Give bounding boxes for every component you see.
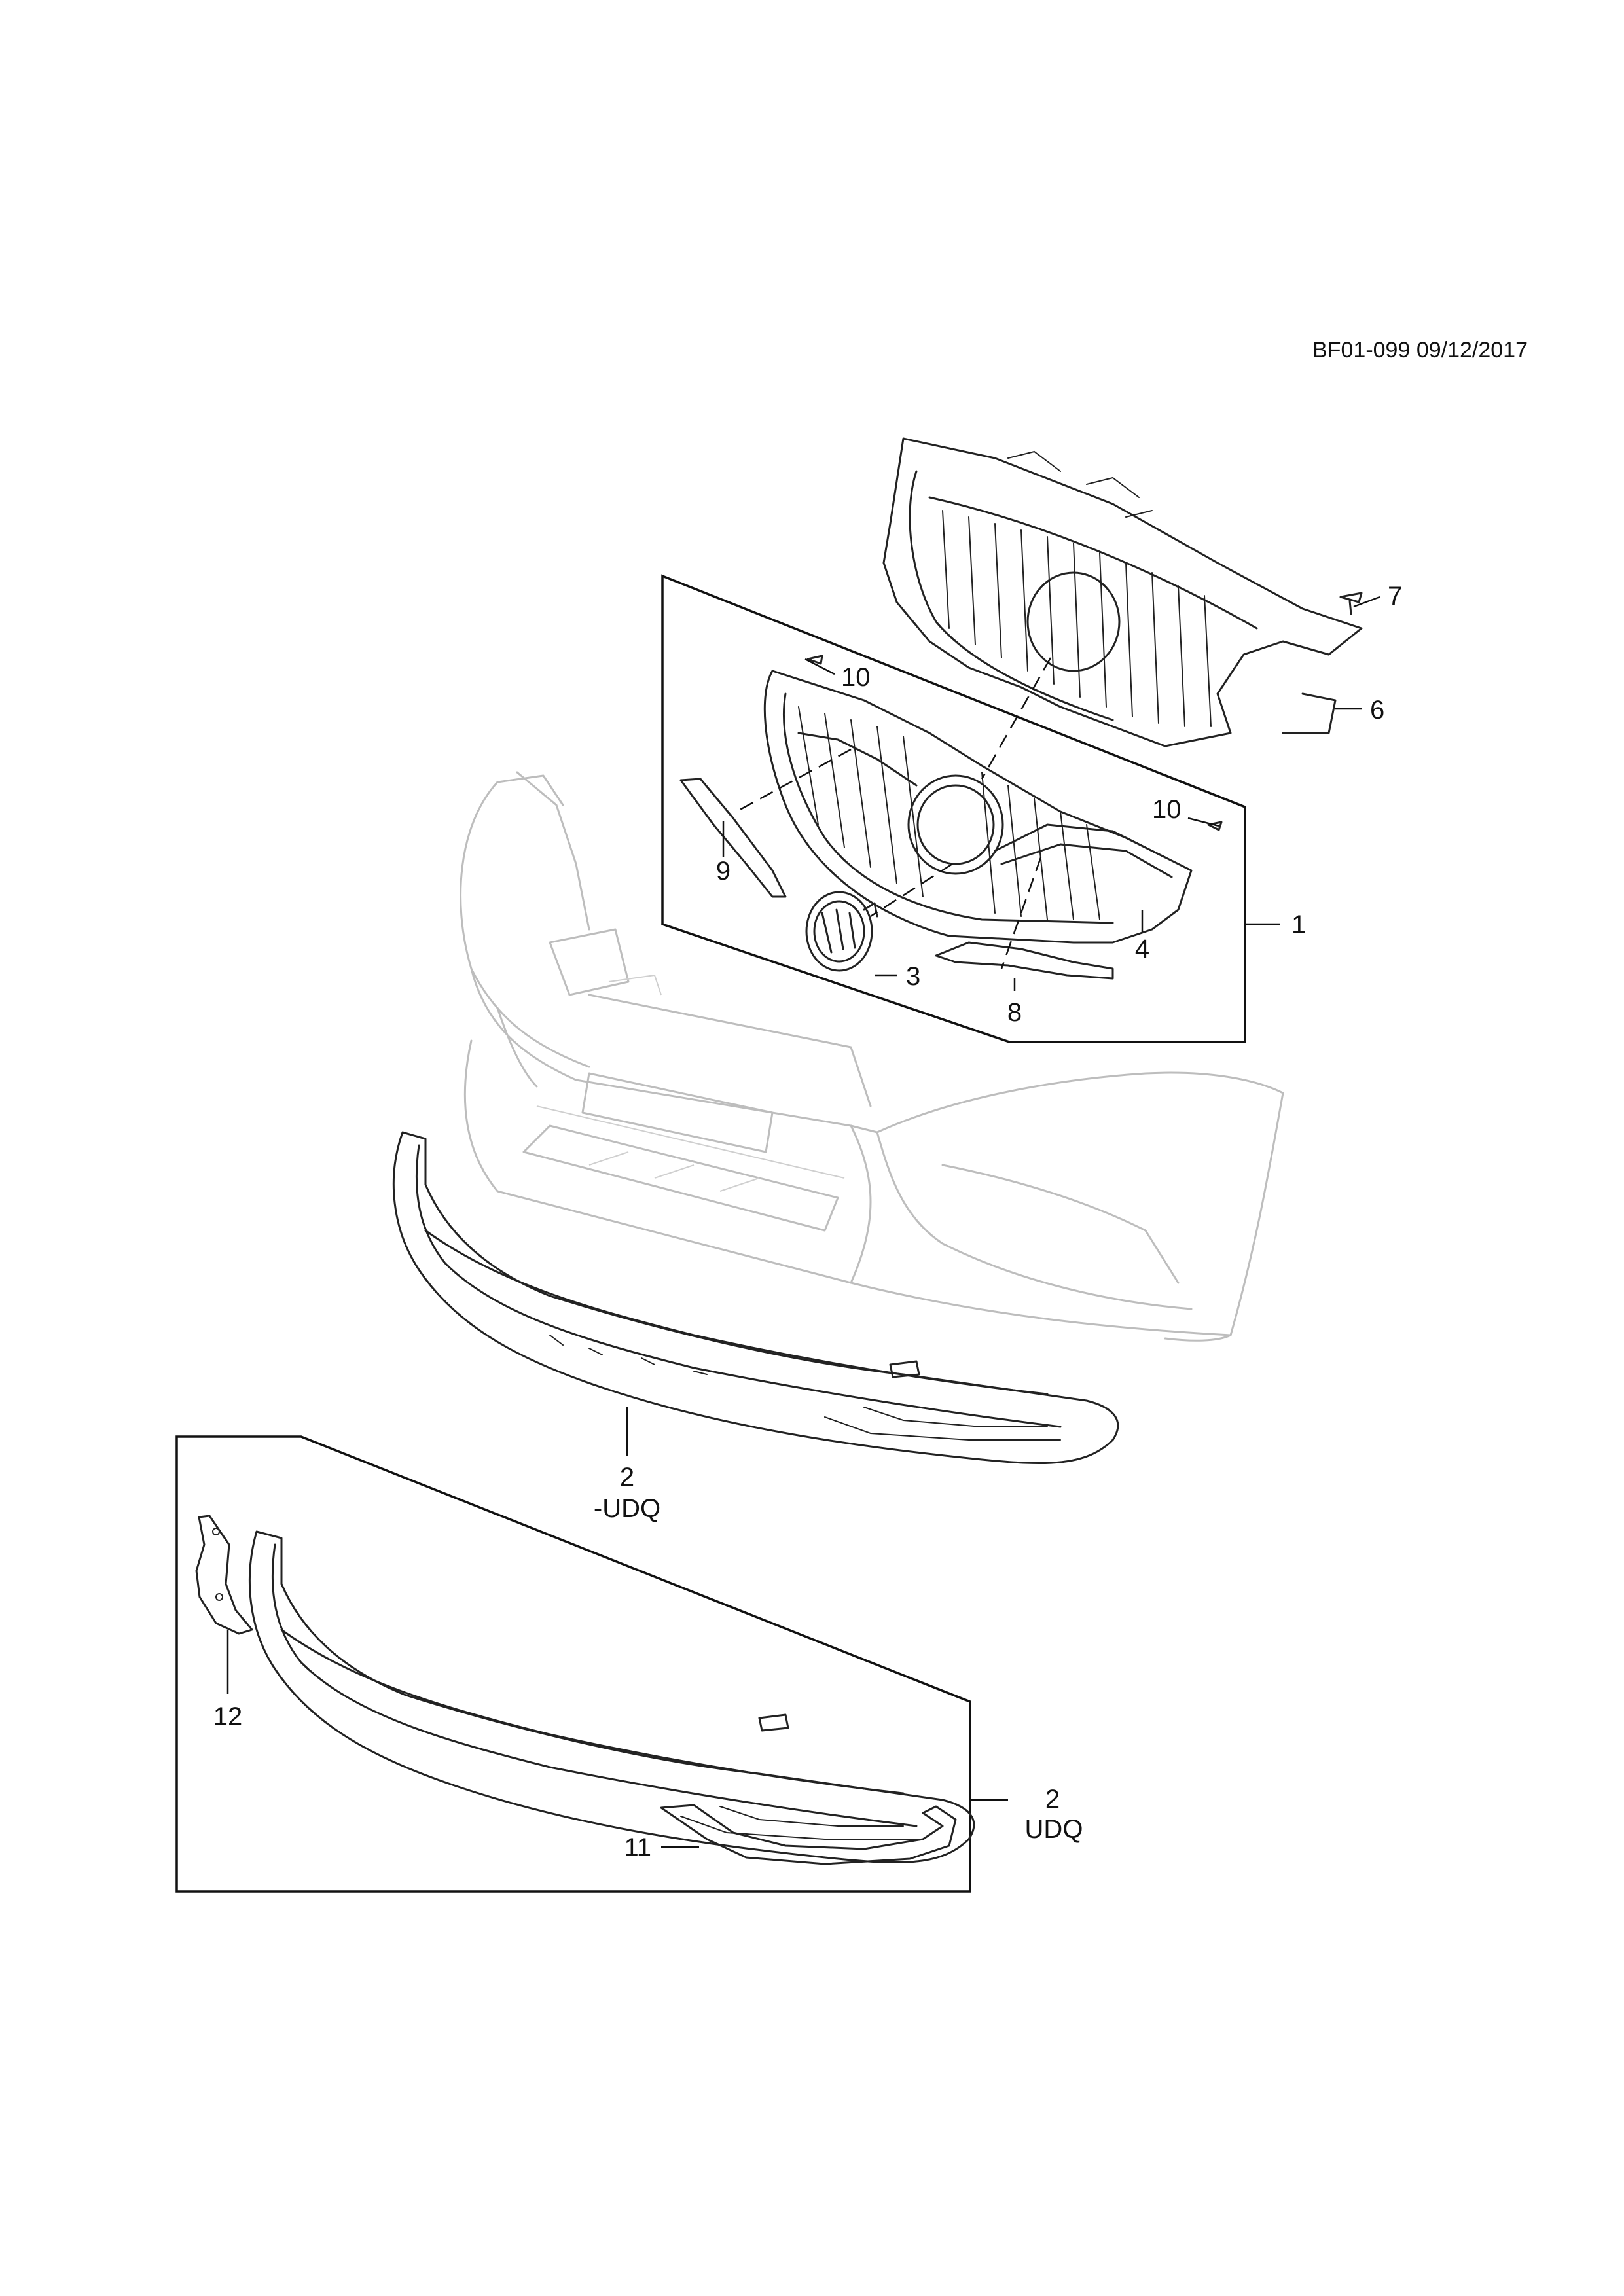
trim-strip-part-11 bbox=[660, 1804, 957, 1865]
callout-10-lower: 10 bbox=[1152, 795, 1182, 824]
assembly-box-1 bbox=[661, 574, 1246, 1043]
front-grille-part-4 bbox=[763, 670, 1193, 944]
callout-12: 12 bbox=[213, 1702, 243, 1731]
callout-3: 3 bbox=[906, 962, 920, 991]
callout-8: 8 bbox=[1007, 998, 1022, 1027]
callout-2-udq: 2 bbox=[1045, 1785, 1060, 1814]
callout-2-minus-udq: 2 bbox=[620, 1463, 634, 1492]
reference-code: BF01-099 09/12/2017 bbox=[1312, 338, 1528, 363]
clip-part-10-left bbox=[806, 655, 823, 665]
callout-1: 1 bbox=[1291, 910, 1306, 939]
callout-6: 6 bbox=[1370, 696, 1384, 725]
bumper-fascia-outline bbox=[460, 771, 1284, 1342]
emblem-part-3 bbox=[805, 891, 878, 972]
bumper-lower-part-2-udq bbox=[249, 1530, 975, 1864]
callout-11: 11 bbox=[624, 1833, 651, 1862]
grille-support-part-6 bbox=[882, 437, 1363, 747]
callout-10-upper: 10 bbox=[841, 663, 871, 692]
callout-9: 9 bbox=[716, 857, 731, 886]
callout-7: 7 bbox=[1388, 582, 1402, 611]
callout-4: 4 bbox=[1135, 935, 1149, 963]
bracket-part-12 bbox=[195, 1515, 253, 1635]
trim-strip-part-9 bbox=[679, 778, 787, 898]
clip-part-7 bbox=[1339, 592, 1363, 615]
callout-labels: 1 2 -UDQ 2 UDQ 3 4 6 7 8 9 10 10 11 12 bbox=[213, 582, 1403, 1862]
assembly-box-2 bbox=[175, 1435, 971, 1893]
trim-strip-part-8 bbox=[935, 941, 1114, 980]
callout-2-minus-udq-sub: -UDQ bbox=[594, 1494, 660, 1523]
alignment-lines bbox=[736, 657, 1052, 969]
callout-2-udq-sub: UDQ bbox=[1025, 1815, 1083, 1844]
bumper-lower-part-2-udq-minus bbox=[392, 1131, 1119, 1465]
clip-part-10-right bbox=[1207, 821, 1223, 831]
leader-lines bbox=[226, 596, 1380, 1848]
